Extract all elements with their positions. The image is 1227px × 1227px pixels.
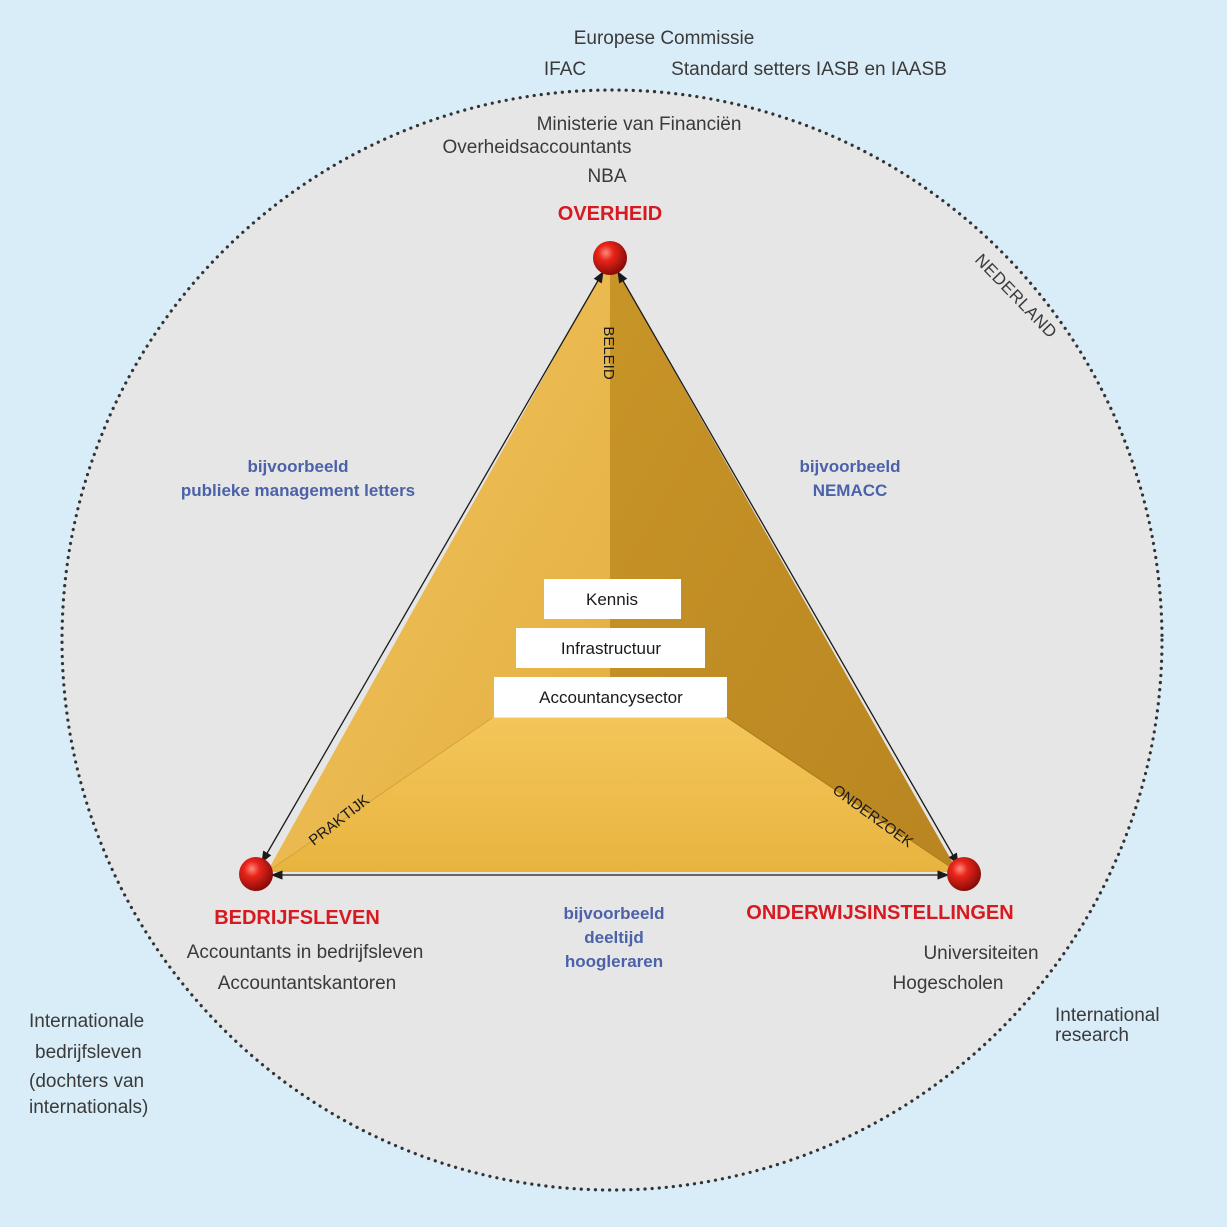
onderwijs-item-0: Universiteiten (923, 943, 1038, 964)
outside-left-line3: internationals) (29, 1097, 148, 1118)
outside-right-line0: International (1055, 1005, 1160, 1026)
core-box-infrastructuur (516, 628, 705, 668)
example-left-line1: bijvoorbeeld (247, 457, 348, 476)
outside-left-line2: (dochters van (29, 1071, 144, 1092)
example-bottom-line3: hoogleraren (565, 952, 663, 971)
outside-left-line0: Internationale (29, 1011, 144, 1032)
edge-arrows (261, 270, 959, 880)
onderwijs-item-1: Hogescholen (893, 973, 1004, 994)
core-box-kennis-label: Kennis (586, 590, 638, 609)
core-box-infrastructuur-label: Infrastructuur (561, 639, 661, 658)
example-right-line1: bijvoorbeeld (799, 457, 900, 476)
arrow-overheid-bedrijfsleven (261, 270, 604, 864)
outside-top-standard-setters: Standard setters IASB en IAASB (671, 59, 947, 80)
example-bottom-line1: bijvoorbeeld (563, 904, 664, 923)
overheid-item-0: Ministerie van Financiën (537, 114, 742, 135)
example-left-line2: publieke management letters (181, 481, 415, 500)
overheid-item-1: Overheidsaccountants (442, 137, 631, 158)
core-box-accountancysector-label: Accountancysector (539, 688, 683, 707)
edge-label-beleid: BELEID (600, 326, 617, 380)
core-box-kennis (544, 579, 681, 619)
core-boxes: Kennis Infrastructuur Accountancysector (494, 579, 727, 717)
bedrijfsleven-item-1: Accountantskantoren (218, 973, 397, 994)
core-box-accountancysector (494, 677, 727, 717)
outside-right-line1: research (1055, 1025, 1129, 1046)
outside-top-ifac: IFAC (544, 59, 586, 80)
arrow-overheid-onderwijs (617, 270, 959, 866)
outside-left-line1: bedrijfsleven (35, 1042, 142, 1063)
overheid-title: OVERHEID (558, 203, 662, 225)
outside-top-line1: Europese Commissie (574, 28, 755, 49)
red-sphere-icon (593, 241, 627, 275)
red-sphere-icon (947, 857, 981, 891)
red-sphere-icon (239, 857, 273, 891)
bedrijfsleven-item-0: Accountants in bedrijfsleven (187, 942, 424, 963)
example-bottom-line2: deeltijd (584, 928, 644, 947)
example-right-line2: NEMACC (813, 481, 888, 500)
bedrijfsleven-title: BEDRIJFSLEVEN (214, 907, 380, 929)
onderwijs-title: ONDERWIJSINSTELLINGEN (746, 902, 1013, 924)
overheid-item-2: NBA (587, 166, 626, 187)
